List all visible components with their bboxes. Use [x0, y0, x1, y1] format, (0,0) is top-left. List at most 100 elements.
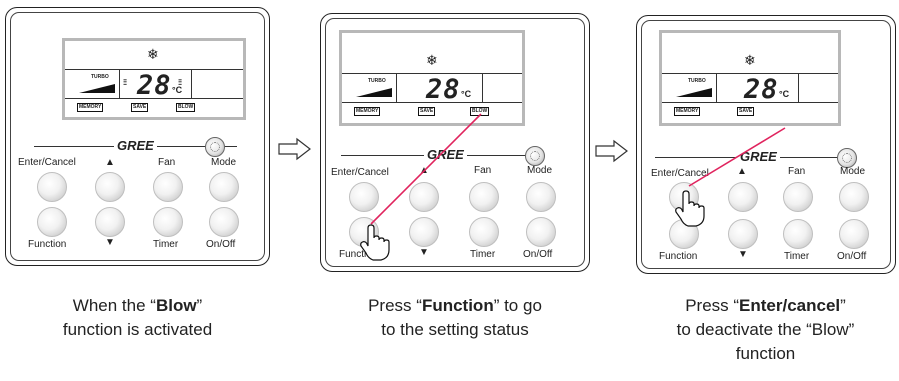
blow-tag: BLOW [176, 103, 196, 112]
timer-label: Timer [470, 249, 496, 260]
pointing-hand-icon [360, 224, 390, 261]
lcd-display: ❄ TURBO 28 °C MEMORY SAVE [659, 30, 841, 126]
mode-button[interactable] [209, 172, 239, 202]
mode-button[interactable] [839, 182, 869, 212]
lcd-divider-bottom [662, 102, 838, 103]
down-button[interactable] [728, 219, 758, 249]
timer-button[interactable] [783, 219, 813, 249]
gree-logo: GREE [114, 138, 157, 153]
up-label: ▲ [737, 166, 747, 177]
turbo-label: TURBO [368, 78, 386, 84]
temperature-unit: °C [779, 89, 790, 99]
step-2-caption-line2: to the setting status [381, 320, 529, 339]
enter-cancel-button[interactable] [349, 182, 379, 212]
lcd-divider-left [396, 73, 397, 102]
step-1-caption-line2: function is activated [62, 320, 213, 339]
enter-cancel-label: Enter/Cancel [18, 157, 76, 168]
lcd-divider-left [716, 73, 717, 102]
up-button[interactable] [409, 182, 439, 212]
down-label: ▼ [738, 249, 748, 260]
enter-cancel-label: Enter/Cancel [331, 167, 389, 178]
infrared-sensor [525, 146, 545, 166]
enter-cancel-label: Enter/Cancel [651, 168, 709, 179]
enter-cancel-button[interactable] [37, 172, 67, 202]
temperature-readout: 28 [137, 70, 172, 101]
function-button[interactable] [37, 207, 67, 237]
temperature-readout: 28 [744, 74, 779, 105]
lcd-divider-right [191, 69, 192, 98]
turbo-label: TURBO [688, 78, 706, 84]
temperature-unit: °C [172, 85, 183, 95]
fan-button[interactable] [783, 182, 813, 212]
mode-label: Mode [527, 165, 553, 176]
lcd-divider-bottom [65, 98, 243, 99]
on-off-button[interactable] [839, 219, 869, 249]
on-off-button[interactable] [526, 217, 556, 247]
memory-tag: MEMORY [674, 107, 701, 116]
lcd-divider-top [662, 73, 838, 74]
lcd-display: ❄ TURBO ⫶⫶⫶ 28 °C ⫶⫶⫶ MEMORY SAVE BLOW [62, 38, 246, 120]
fan-speed-ramp [79, 84, 115, 93]
temperature-readout: 28 [426, 74, 461, 105]
down-button[interactable] [95, 207, 125, 237]
temperature-unit: °C [461, 89, 472, 99]
snowflake-icon: ❄ [744, 52, 756, 68]
remote-inner-frame [325, 18, 585, 267]
right-arrow-icon [278, 137, 311, 161]
right-arrow-icon [595, 139, 628, 163]
on-off-button[interactable] [209, 207, 239, 237]
blow-left-icon: ⫶⫶⫶ [123, 78, 127, 87]
step-1-panel: ❄ TURBO ⫶⫶⫶ 28 °C ⫶⫶⫶ MEMORY SAVE BLOW G… [0, 0, 280, 381]
mode-button[interactable] [526, 182, 556, 212]
down-button[interactable] [409, 217, 439, 247]
fan-label: Fan [474, 165, 492, 176]
lcd-divider-right [798, 73, 799, 102]
step-3-caption-line1: Press “Enter/cancel” [685, 296, 846, 315]
save-tag: SAVE [418, 107, 436, 116]
step-1-caption: When the “Blow” function is activated [10, 294, 265, 342]
save-tag: SAVE [737, 107, 755, 116]
function-label: Function [339, 249, 378, 260]
up-button[interactable] [95, 172, 125, 202]
pointing-hand-icon [675, 190, 705, 227]
step-3-caption-line3: function [735, 344, 796, 363]
up-button[interactable] [728, 182, 758, 212]
step-3-panel: ❄ TURBO 28 °C MEMORY SAVE GREE Enter/Can… [632, 0, 899, 381]
memory-tag: MEMORY [354, 107, 381, 116]
down-label: ▼ [419, 247, 429, 258]
timer-button[interactable] [469, 217, 499, 247]
timer-button[interactable] [153, 207, 183, 237]
fan-button[interactable] [469, 182, 499, 212]
snowflake-icon: ❄ [426, 52, 438, 68]
lcd-divider-left [119, 69, 120, 98]
function-label: Function [28, 239, 67, 250]
mode-label: Mode [211, 157, 237, 168]
lcd-divider-top [65, 69, 243, 70]
gree-logo: GREE [737, 149, 780, 164]
mode-label: Mode [840, 166, 866, 177]
fan-label: Fan [788, 166, 806, 177]
remote-inner-frame [641, 20, 891, 269]
lcd-divider-bottom [342, 102, 522, 103]
step-2-panel: ❄ TURBO 28 °C MEMORY SAVE BLOW GREE Ente… [315, 0, 605, 381]
remote-controller: ❄ TURBO 28 °C MEMORY SAVE BLOW GREE Ente… [320, 13, 590, 272]
memory-tag: MEMORY [77, 103, 104, 112]
fan-speed-ramp [356, 88, 392, 97]
blow-right-icon: ⫶⫶⫶ [178, 78, 182, 87]
step-3-caption-line2: to deactivate the “Blow” [676, 320, 855, 339]
lcd-display: ❄ TURBO 28 °C MEMORY SAVE BLOW [339, 30, 525, 126]
fan-button[interactable] [153, 172, 183, 202]
up-label: ▲ [105, 157, 115, 168]
step-2-caption-line1: Press “Function” to go [368, 296, 542, 315]
timer-label: Timer [153, 239, 179, 250]
function-label: Function [659, 251, 698, 262]
down-label: ▼ [105, 237, 115, 248]
remote-inner-frame [10, 12, 265, 261]
highlight-line [688, 127, 786, 187]
infrared-sensor [205, 137, 225, 157]
step-1-caption-line1: When the “Blow” [72, 296, 203, 315]
infrared-sensor [837, 148, 857, 168]
fan-label: Fan [158, 157, 176, 168]
on-off-label: On/Off [206, 239, 236, 250]
lcd-divider-right [482, 73, 483, 102]
